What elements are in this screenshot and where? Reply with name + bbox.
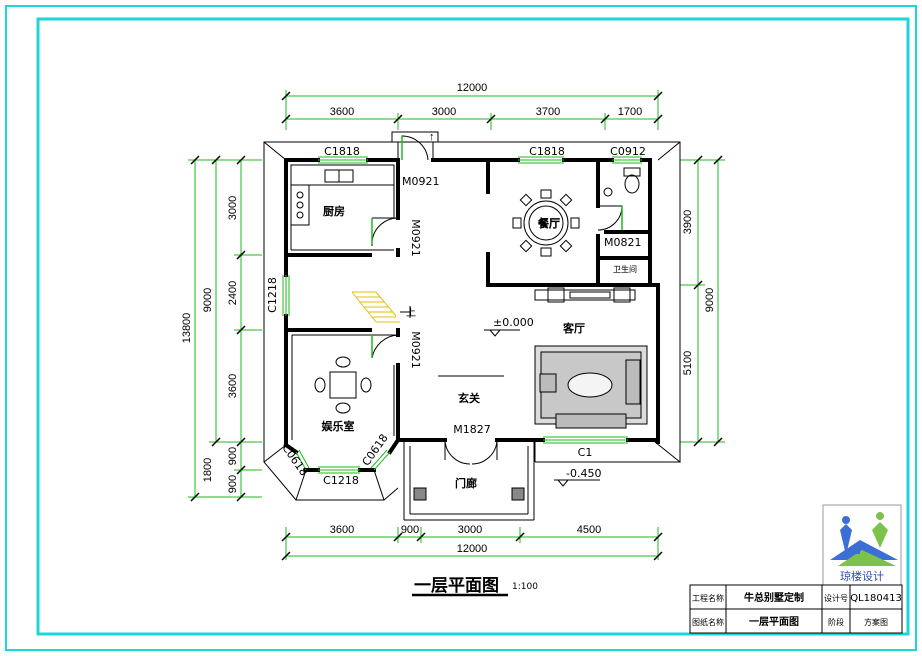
tb-drawing-name-value: 一层平面图 (749, 616, 799, 628)
door-m0921-top: M0921 (402, 175, 440, 188)
dim-left-seg-3: 3600 (227, 374, 239, 398)
window-c0912: C0912 (610, 145, 646, 158)
dim-bottom-seg-4: 4500 (577, 524, 601, 536)
dim-left-seg-1: 3000 (227, 196, 239, 220)
stair-up-label: 上 (406, 307, 416, 319)
room-porch: 门廊 (455, 476, 477, 490)
window-c1: C1 (578, 446, 593, 459)
dim-right-seg-1: 3900 (682, 210, 694, 234)
door-m0921-kitchen: M0921 (409, 219, 422, 257)
dim-right-total: 9000 (704, 288, 716, 312)
inner-frame (36, 17, 910, 636)
tb-stage-value: 方案图 (864, 617, 888, 627)
dim-top-seg-4: 1700 (618, 106, 642, 118)
dim-top-seg-1: 3600 (330, 106, 354, 118)
window-c1218-left: C1218 (266, 277, 279, 313)
windows-graphic (282, 156, 642, 474)
tb-drawing-name-label: 图纸名称 (692, 617, 724, 627)
tb-drawing-no-label: 设计号 (824, 593, 848, 603)
logo-text: 琼楼设计 (840, 569, 884, 583)
dim-bottom-seg-3: 3000 (458, 524, 482, 536)
dimension-ticks (190, 91, 723, 561)
dim-right-seg-2: 5100 (682, 351, 694, 375)
stairs (351, 291, 400, 323)
sofa-set (534, 345, 648, 429)
window-c1218-bottom: C1218 (323, 474, 359, 487)
dim-bottom-seg-1: 3600 (330, 524, 354, 536)
door-m0921-rec: M0921 (409, 331, 422, 369)
window-c1818-dining: C1818 (529, 145, 565, 158)
dim-top-seg-3: 3700 (536, 106, 560, 118)
dim-left-extra: 1800 (202, 458, 214, 482)
up-arrow-label: ↑ (429, 131, 435, 143)
logo: 琼楼设计 (822, 504, 902, 586)
level-main: ±0.000 (493, 316, 534, 329)
level-marker-main (484, 329, 520, 337)
room-wc: 卫生间 (613, 264, 637, 274)
dim-left-total: 13800 (181, 313, 193, 344)
door-m0821: M0821 (604, 236, 642, 249)
drawing-scale: 1:100 (512, 582, 538, 592)
walls (283, 158, 660, 472)
wc-fixtures (603, 167, 641, 197)
dining-table (512, 189, 580, 257)
door-m1827: M1827 (453, 423, 491, 436)
tb-stage-label: 阶段 (828, 617, 844, 627)
dim-bottom-seg-2: 900 (401, 524, 419, 536)
kitchen-counter (290, 164, 395, 226)
dim-left-seg-5: 900 (227, 475, 239, 493)
dim-top-overall: 12000 (457, 82, 488, 94)
tb-project-value: 牛总别墅定制 (744, 591, 804, 604)
porch-columns (413, 487, 525, 501)
tb-project-label: 工程名称 (692, 593, 724, 603)
eaves-outline (263, 141, 681, 501)
window-c1818-kitchen: C1818 (324, 145, 360, 158)
room-living: 客厅 (562, 321, 585, 335)
room-recreation: 娱乐室 (322, 419, 355, 433)
tb-drawing-no-value: QL180413 (850, 593, 902, 604)
level-marker-porch (554, 479, 600, 487)
dim-left-seg-2: 2400 (227, 281, 239, 305)
window-c0618-a: C0618 (279, 442, 310, 479)
room-entry: 玄关 (458, 391, 480, 405)
room-kitchen: 厨房 (323, 204, 345, 218)
drawing-title: 一层平面图 (414, 576, 499, 596)
outer-frame (5, 5, 917, 651)
tv-cabinet (534, 287, 636, 303)
dim-top-seg-2: 3000 (432, 106, 456, 118)
dim-left-seg-4: 900 (227, 447, 239, 465)
title-block (689, 584, 903, 634)
rec-table (314, 356, 372, 414)
room-dining: 餐厅 (537, 216, 560, 230)
dimension-lines (188, 90, 725, 560)
level-porch: -0.450 (566, 467, 601, 480)
dim-bottom-overall: 12000 (457, 543, 488, 555)
stair-arrow (400, 306, 411, 318)
dim-left-mid: 9000 (202, 288, 214, 312)
door-leaves (371, 136, 623, 358)
